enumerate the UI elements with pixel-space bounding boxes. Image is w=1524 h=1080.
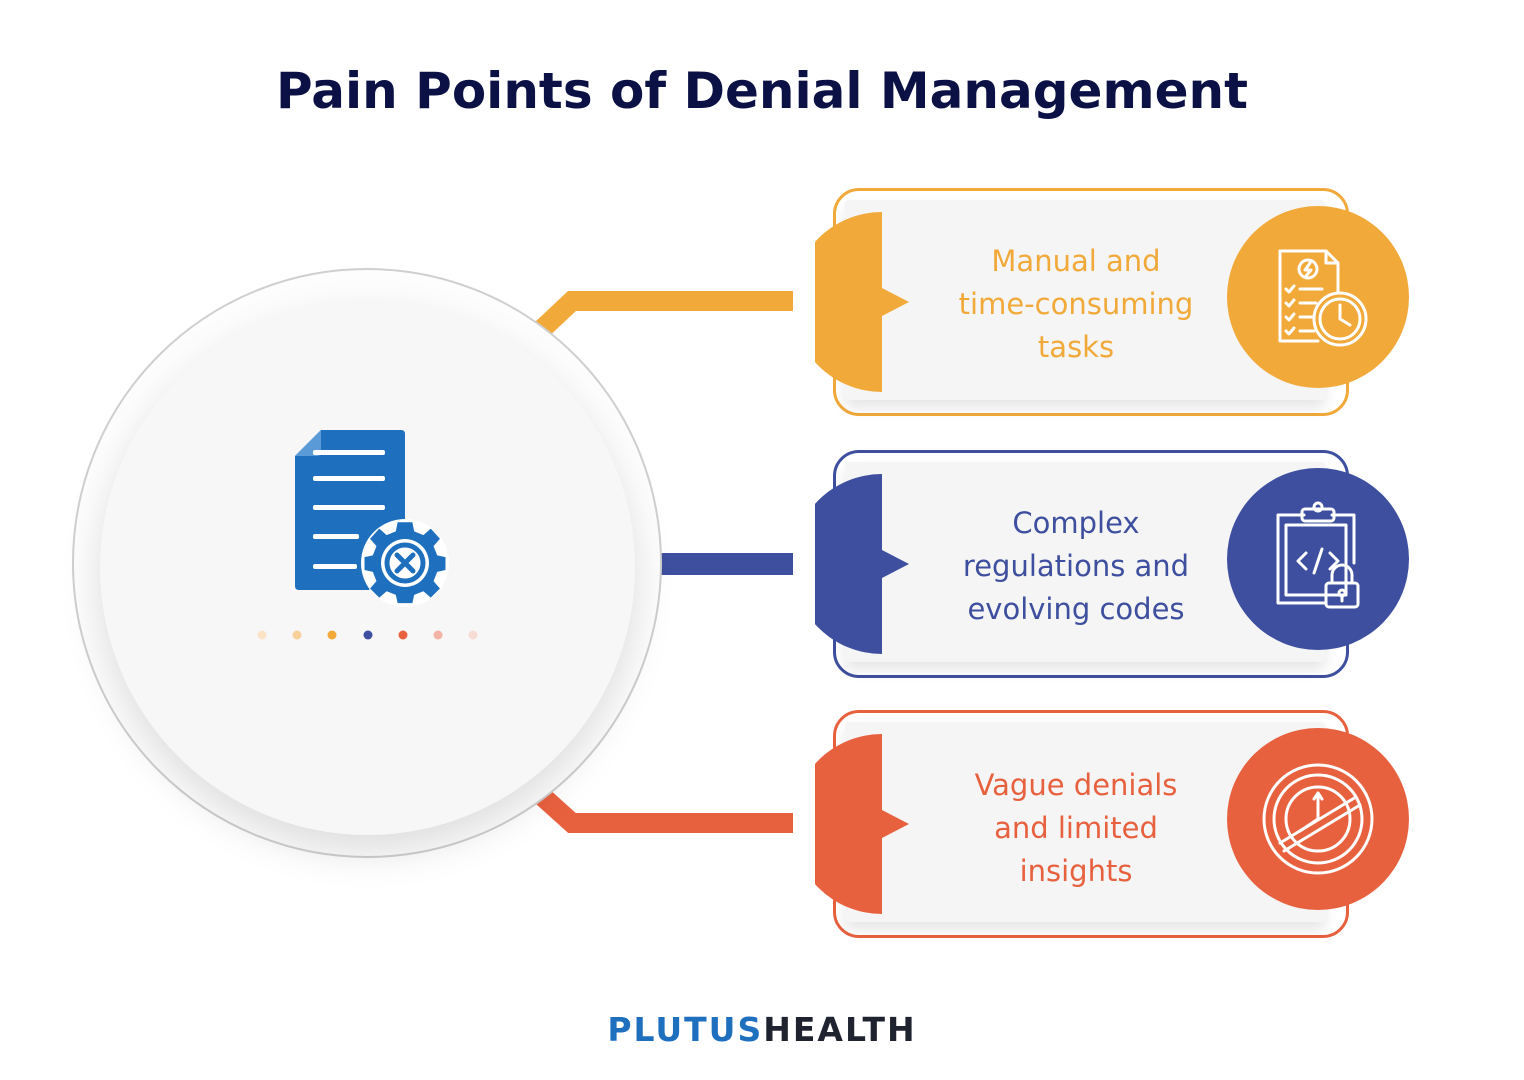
card-text: Vague denials and limited insights bbox=[974, 768, 1178, 888]
card-badge bbox=[1227, 206, 1409, 388]
hub-dot bbox=[363, 630, 373, 640]
hub-dot bbox=[327, 630, 337, 640]
brand-part-1: PLUTUS bbox=[607, 1010, 764, 1049]
card-half-disc bbox=[815, 212, 909, 392]
pain-point-card-2: Complex regulations and evolving codes bbox=[815, 450, 1409, 678]
hub-dot bbox=[433, 630, 443, 640]
page-title: Pain Points of Denial Management bbox=[276, 62, 1248, 120]
card-half-disc bbox=[815, 474, 909, 654]
card-text: Complex regulations and evolving codes bbox=[962, 506, 1190, 626]
document-gear-x-icon bbox=[295, 430, 449, 607]
card-badge bbox=[1227, 728, 1409, 910]
card-badge bbox=[1227, 468, 1409, 650]
brand-part-2: HEALTH bbox=[763, 1010, 917, 1049]
clipboard-code-lock-icon bbox=[1276, 501, 1360, 609]
hub-dot bbox=[257, 630, 267, 640]
hub-dot bbox=[292, 630, 302, 640]
checklist-clock-icon bbox=[1278, 249, 1368, 347]
no-clock-icon bbox=[1262, 763, 1374, 875]
card-text: Manual and time-consuming tasks bbox=[958, 244, 1194, 364]
card-half-disc bbox=[815, 734, 909, 914]
hub-dots bbox=[257, 630, 478, 640]
hub-dot bbox=[468, 630, 478, 640]
pain-point-card-3: Vague denials and limited insights bbox=[815, 710, 1409, 938]
pain-point-card-1: Manual and time-consuming tasks bbox=[815, 188, 1409, 416]
connector-top bbox=[515, 291, 793, 356]
hub-dot bbox=[398, 630, 408, 640]
connector-bottom bbox=[515, 770, 793, 833]
brand-logo: PLUTUSHEALTH bbox=[0, 1010, 1524, 1049]
